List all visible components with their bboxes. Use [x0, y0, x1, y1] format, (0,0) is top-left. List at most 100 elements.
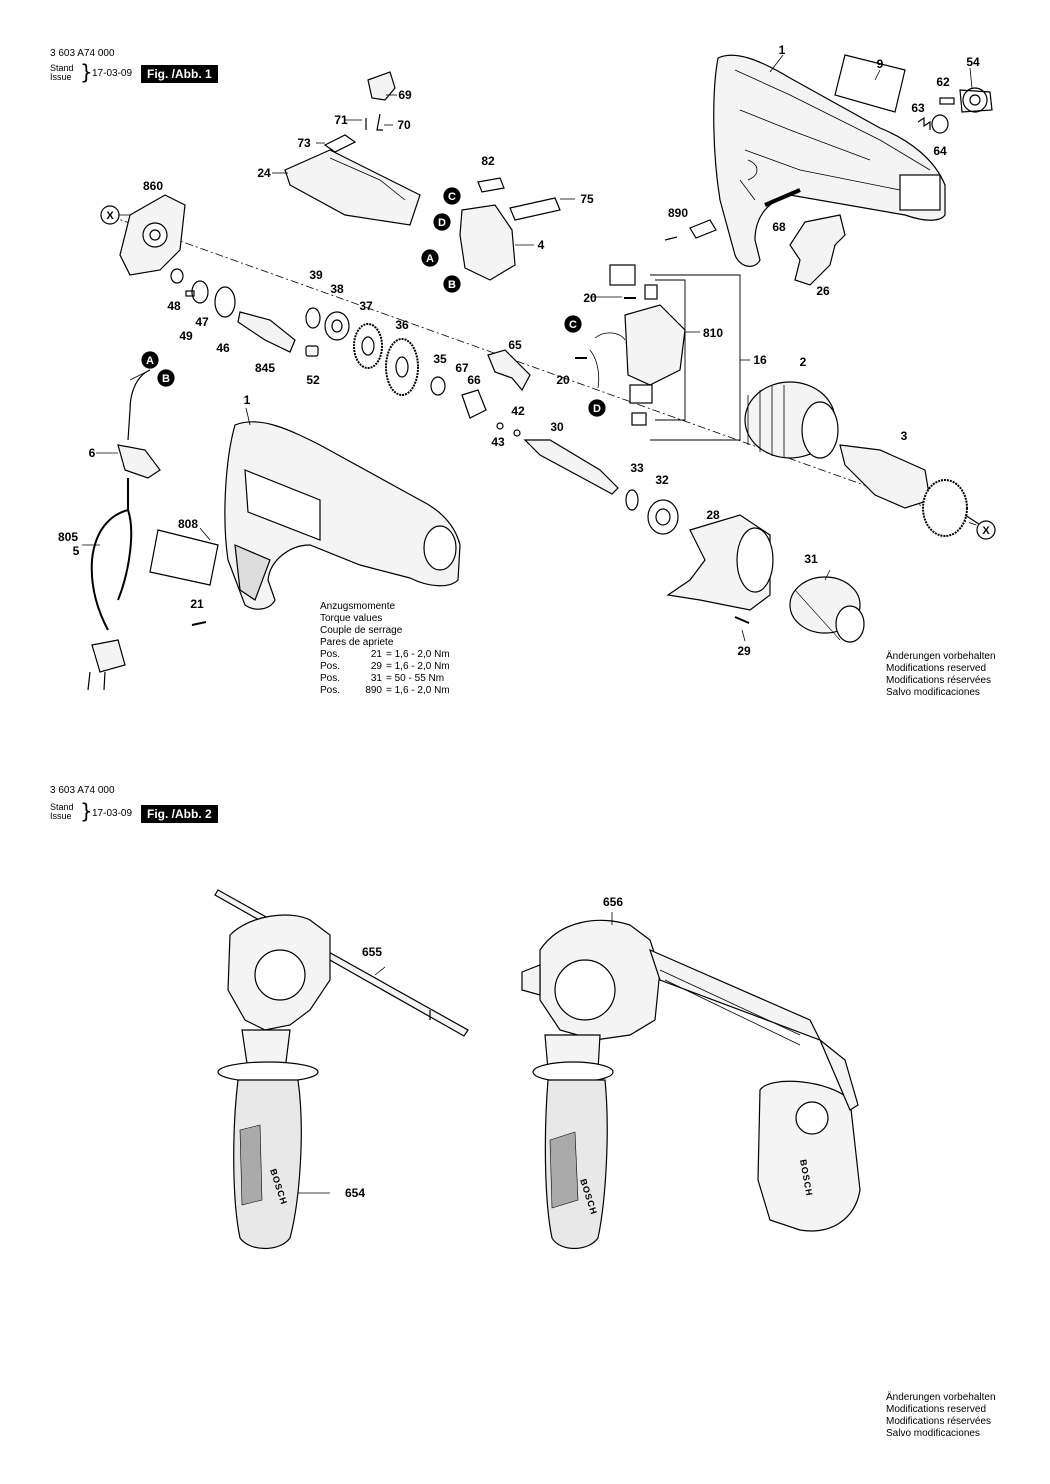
stand-issue-1: Stand Issue — [50, 64, 74, 82]
reserved-es: Salvo modificaciones — [886, 1428, 980, 1439]
brace-2: } — [80, 799, 93, 823]
fig1-tag: Fig. /Abb. 1 — [141, 65, 218, 83]
torque-values: Anzugsmomente Torque values Couple de se… — [320, 601, 450, 697]
torque-val: = 1,6 - 2,0 Nm — [386, 649, 450, 660]
part-890-drawing — [664, 219, 717, 241]
part-64-drawing — [931, 114, 949, 134]
part-label: 39 — [309, 268, 323, 282]
part-30-drawing — [523, 439, 619, 495]
reserved-de: Änderungen vorbehalten — [886, 651, 996, 662]
part-label: 1 — [779, 43, 786, 57]
marker-d-1: D — [438, 217, 446, 229]
torque-num: 21 — [370, 649, 382, 660]
part-label: 2 — [800, 355, 807, 369]
reserved-fr: Modifications réservées — [886, 1416, 992, 1427]
stand-label: Stand — [50, 802, 74, 812]
marker-b-2: B — [162, 373, 170, 385]
part-label: 810 — [703, 326, 723, 340]
label-plate-drawing — [834, 54, 906, 113]
part-label: 75 — [580, 192, 594, 206]
power-cord-drawing — [87, 369, 161, 691]
part-label: 63 — [911, 101, 925, 115]
part-label: 38 — [330, 282, 344, 296]
part-label: 36 — [395, 318, 409, 332]
torque-pos: Pos. — [320, 673, 341, 684]
part-52-drawing — [305, 345, 319, 357]
date-1: 17-03-09 — [92, 68, 133, 79]
part-label: 5 — [73, 544, 80, 558]
part-label: 68 — [772, 220, 786, 234]
part-label: 1 — [244, 393, 251, 407]
part-label: 54 — [966, 55, 980, 69]
assembled-drill-drawing — [224, 421, 461, 610]
torque-val: = 1,6 - 2,0 Nm — [386, 661, 450, 672]
part-label: 845 — [255, 361, 275, 375]
part-4-drawing — [459, 204, 516, 281]
torque-row: Pos. 890 = 1,6 - 2,0 Nm — [320, 685, 450, 697]
torque-pos: Pos. — [320, 649, 341, 660]
part-label: 3 — [901, 429, 908, 443]
part-label: 64 — [933, 144, 947, 158]
marker-x-2: X — [982, 525, 990, 537]
part-32-drawing — [647, 499, 679, 535]
part-label: 43 — [491, 435, 505, 449]
marker-c-2: C — [569, 319, 577, 331]
part-label-656: 656 — [603, 895, 623, 909]
fig1-exploded-view: C D A B C D A B X X 1 9 54 62 63 64 69 7… — [58, 43, 996, 691]
part-label: 890 — [668, 206, 688, 220]
fig2-tag: Fig. /Abb. 2 — [141, 805, 218, 823]
marker-x-1: X — [106, 210, 114, 222]
part-label: 805 — [58, 530, 78, 544]
part-label: 860 — [143, 179, 163, 193]
part-29-drawing — [734, 616, 750, 624]
stand-issue-2: Stand Issue — [50, 803, 74, 821]
part-label: 48 — [167, 299, 181, 313]
part-54-drawing — [959, 87, 993, 113]
part-82-drawing — [477, 177, 505, 193]
part-845-drawing — [237, 311, 296, 353]
part-label: 26 — [816, 284, 830, 298]
torque-row: Pos. 31 = 50 - 55 Nm — [320, 673, 450, 685]
part-label-654: 654 — [345, 1186, 365, 1200]
part-37-drawing — [353, 323, 383, 369]
torque-row: Pos. 29 = 1,6 - 2,0 Nm — [320, 661, 450, 673]
torque-row: Pos. 21 = 1,6 - 2,0 Nm — [320, 649, 450, 661]
part-73-drawing — [323, 134, 357, 153]
torque-num: 31 — [370, 673, 382, 684]
part-label: 808 — [178, 517, 198, 531]
part-label: 32 — [655, 473, 669, 487]
document-number-2: 3 603 A74 000 — [50, 785, 115, 796]
part-label: 33 — [630, 461, 644, 475]
part-label: 70 — [397, 118, 411, 132]
part-69-drawing — [367, 71, 396, 101]
fig2-accessories: 655 656 654 BOSCH BOSCH BOSCH — [214, 889, 861, 1250]
part-label: 69 — [398, 88, 412, 102]
part-35-drawing — [430, 376, 446, 396]
part-36-drawing — [385, 338, 419, 396]
document-number-1: 3 603 A74 000 — [50, 48, 115, 59]
chuck-drawing — [789, 576, 865, 643]
part-label: 16 — [753, 353, 767, 367]
part-label: 20 — [583, 291, 597, 305]
part-label: 4 — [538, 238, 545, 252]
part-label: 30 — [550, 420, 564, 434]
reserved-en: Modifications reserved — [886, 1404, 987, 1415]
part-26-drawing — [789, 214, 846, 286]
torque-title-fr: Couple de serrage — [320, 625, 403, 636]
part-46-drawing — [214, 286, 236, 318]
part-49-drawing — [185, 290, 195, 297]
part-66-drawing — [461, 389, 487, 419]
part-48-drawing — [170, 268, 184, 284]
drill-housing-drawing — [713, 54, 946, 267]
armature-drawing — [839, 444, 986, 537]
part-label: 6 — [89, 446, 96, 460]
torque-title-en: Torque values — [320, 613, 383, 624]
reserved-fr: Modifications réservées — [886, 675, 992, 686]
issue-label: Issue — [50, 72, 72, 82]
label-808-drawing — [149, 529, 219, 586]
part-43-drawing — [496, 422, 504, 430]
part-label-655: 655 — [362, 945, 382, 959]
torque-val: = 50 - 55 Nm — [386, 673, 445, 684]
torque-pos: Pos. — [320, 661, 341, 672]
part-label: 65 — [508, 338, 522, 352]
